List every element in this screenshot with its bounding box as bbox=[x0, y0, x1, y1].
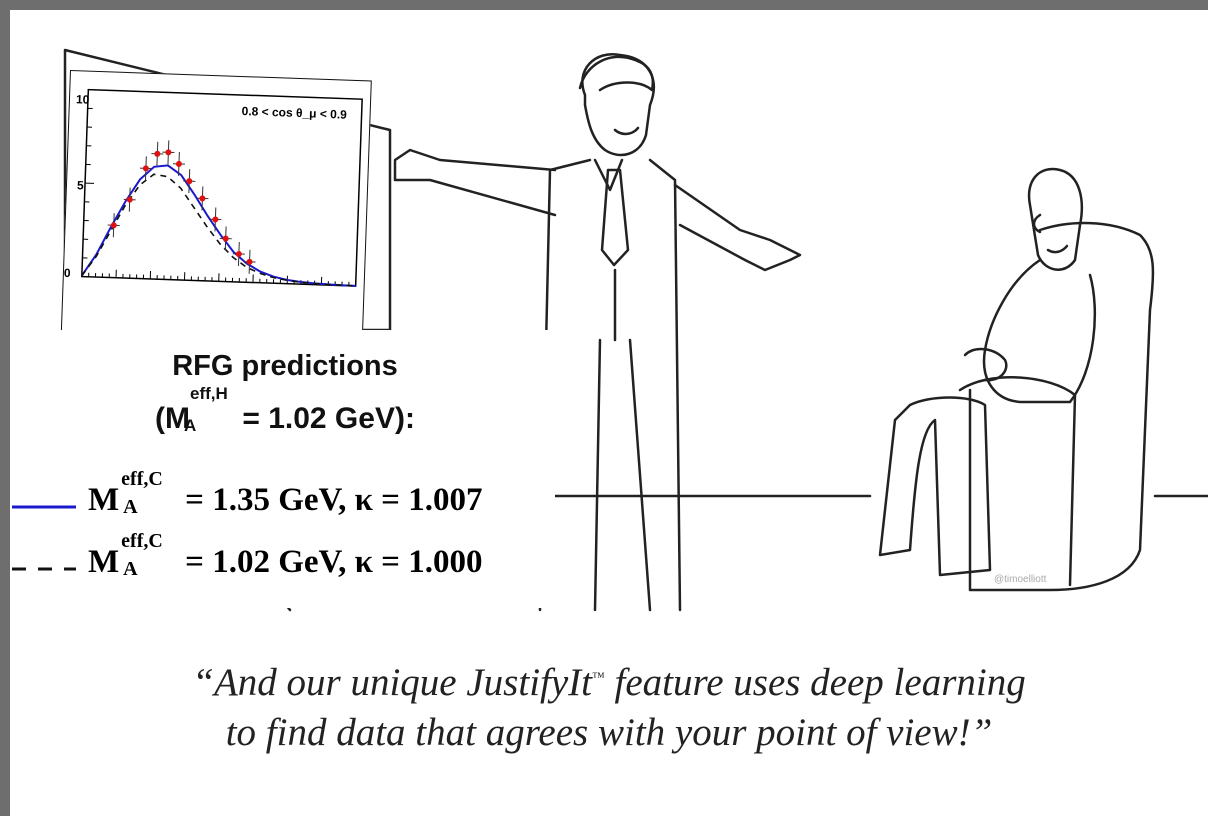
chart-data-point bbox=[126, 196, 133, 203]
presenter-right-arm bbox=[673, 183, 802, 272]
chart-ytick-10: 10 bbox=[76, 92, 90, 106]
presenter-collar bbox=[593, 158, 624, 192]
chart-data-point bbox=[212, 216, 219, 223]
chart-data-point bbox=[175, 160, 182, 167]
legend-title: RFG predictions bbox=[172, 350, 398, 382]
presenter-head bbox=[581, 52, 655, 157]
legend-solid-swatch bbox=[10, 484, 88, 521]
legend-row-solid-text: = 1.35 GeV, κ = 1.007 bbox=[185, 482, 483, 518]
client-hands bbox=[963, 347, 1008, 382]
chart-card: 0.8 < cos θ_μ < 0.9 10 5 0 bbox=[60, 70, 372, 347]
legend-row-dashed-sub: A bbox=[123, 558, 138, 580]
artist-credit: @timoelliott bbox=[994, 574, 1047, 585]
legend-subtitle-sub: A bbox=[184, 416, 197, 435]
client-face bbox=[1032, 213, 1069, 254]
chart-data-point bbox=[199, 195, 206, 202]
chart-data-point bbox=[186, 178, 193, 185]
cartoon-illustration bbox=[63, 48, 1208, 612]
client-legs bbox=[878, 396, 992, 577]
chart-data-point bbox=[154, 150, 161, 157]
chart-series-solid-line bbox=[81, 164, 356, 287]
presenter-torso bbox=[538, 158, 682, 612]
caption-line-1-post: feature uses deep learning bbox=[604, 661, 1026, 704]
chart-series-group bbox=[81, 140, 356, 287]
legend-row-dashed-m: M bbox=[88, 544, 120, 580]
cartoon-panel: 0.8 < cos θ_μ < 0.9 10 5 0 RFG predictio… bbox=[10, 10, 1208, 816]
legend-row-solid-sup: eff,C bbox=[121, 468, 163, 490]
chart-data-point bbox=[142, 165, 149, 172]
chart-data-point bbox=[222, 235, 229, 242]
legend-dashed-swatch bbox=[10, 546, 88, 583]
chart-series-dashed-line bbox=[81, 173, 356, 287]
chart-data-point bbox=[246, 258, 253, 265]
legend-subtitle-open: (M bbox=[155, 402, 191, 435]
presenter-left-arm bbox=[393, 148, 557, 217]
caption-trademark: ™ bbox=[592, 669, 605, 684]
client-torso bbox=[982, 258, 1097, 404]
caption-line-2: to find data that agrees with your point… bbox=[225, 711, 993, 754]
legend-subtitle-sup: eff,H bbox=[190, 384, 228, 403]
chart-annotation: 0.8 < cos θ_μ < 0.9 bbox=[241, 104, 347, 122]
chart-ytick-5: 5 bbox=[77, 178, 84, 192]
legend-row-dashed-text: = 1.02 GeV, κ = 1.000 bbox=[185, 544, 483, 580]
presenter-legs bbox=[593, 268, 652, 612]
caption-line-1-pre: “And our unique JustifyIt bbox=[192, 661, 592, 704]
legend-row-solid-m: M bbox=[88, 482, 120, 518]
client-head bbox=[1027, 167, 1084, 271]
legend-subtitle-rest: = 1.02 GeV): bbox=[234, 402, 415, 435]
caption-line-1: “And our unique JustifyIt™ feature uses … bbox=[10, 660, 1208, 705]
chair-back bbox=[968, 221, 1155, 592]
chart-data-point bbox=[110, 222, 117, 229]
chart-plot: 0.8 < cos θ_μ < 0.9 10 5 0 bbox=[64, 88, 363, 287]
legend-row-dashed-sup: eff,C bbox=[121, 530, 163, 552]
chart-ytick-0: 0 bbox=[64, 266, 71, 280]
presenter-smile bbox=[613, 126, 640, 136]
chair-arm bbox=[958, 376, 1077, 587]
chart-data-point bbox=[235, 250, 242, 257]
presenter-hair bbox=[578, 55, 654, 92]
legend-row-solid-sub: A bbox=[123, 496, 138, 518]
chart-data-point bbox=[165, 149, 172, 156]
